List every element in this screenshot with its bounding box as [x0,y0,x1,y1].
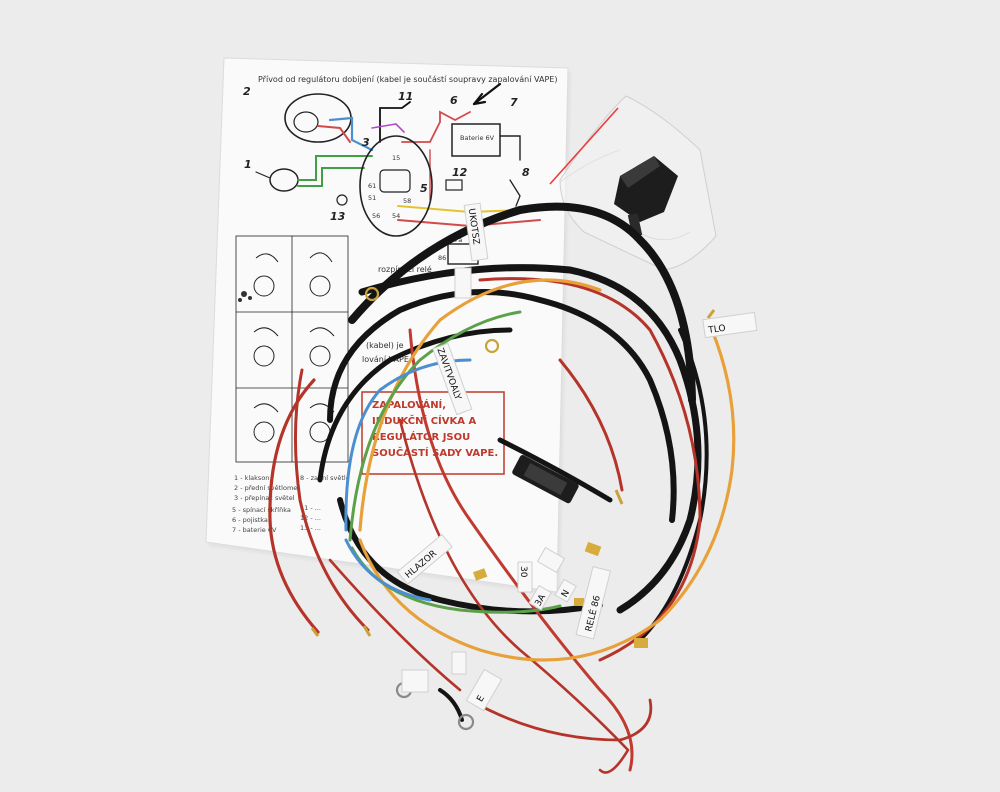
terminal-label: 54 [392,212,400,220]
black-wire [497,437,613,503]
terminal-label: 51 [368,194,376,202]
red-wire [293,368,370,632]
legend-item: 5 - spínací skříňka [232,506,291,514]
orange-wire [358,278,602,532]
wire-harness [268,202,736,774]
diagram-number: 1 [244,158,252,171]
spade-connector [574,598,584,606]
stripped-wire-end [362,625,372,637]
vape-note-line: REGULÁTOR JSOU [372,430,470,443]
blue-wire [344,358,472,532]
switch-position-grid [235,235,349,463]
ring-terminal [364,286,380,302]
relay-component [614,156,678,237]
legend-item: 8 - zadní světlo [300,474,350,482]
red-wire [408,328,634,772]
spade-connector [472,568,488,581]
spade-connector [584,541,602,557]
terminal-label: 15 [392,154,400,162]
diagram-number: 3 [362,136,370,149]
terminal-label: 58 [403,197,411,205]
red-wire [268,378,320,634]
black-wire [337,497,603,615]
wire-label: 30 [518,566,528,578]
legend-item: 11 - ... [300,504,321,512]
legend-item: 6 - pojistka [232,516,268,524]
black-wire [358,264,702,614]
stripped-wire-end [706,309,716,319]
wire-label-blank [536,546,566,574]
red-wire [328,558,462,692]
legend-item: 1 - klakson [234,474,269,482]
faint-paper-text: (kabel) je [366,341,404,350]
diagram-number: 12 [452,166,468,179]
stripped-wire-end [310,627,320,637]
wire-label-blank [454,267,472,299]
bag-red-seal-line [549,107,619,185]
terminal-label: 86 [438,254,446,262]
diagram-number: 13 [330,210,346,223]
stripped-wire-end [614,489,624,505]
paper-header: Přívod od regulátoru dobíjení (kabel je … [258,74,557,84]
wire-label: N [560,588,572,599]
diagram-number: 2 [243,85,251,98]
legend-item: 2 - přední světlomet [234,484,300,492]
ring-terminal [457,713,475,731]
diagram-legend: 1 - klakson 2 - přední světlomet 3 - pře… [232,474,350,534]
legend-item: 12 - ... [300,514,321,522]
wire-label-blank [401,669,429,693]
wire-label-tags: UKOTSZ ZAVITVOALY TLO HLAZOR 30 RELÉ 86 … [396,202,758,712]
orange-wire [358,328,736,662]
ring-terminal [484,338,500,354]
black-wire [327,289,677,523]
wire-label: TLO [707,324,726,336]
spade-connector [634,638,648,648]
legend-item: 13 - ... [300,524,321,532]
red-wire [478,277,702,662]
red-wire [398,418,630,774]
blue-wire [344,538,432,602]
red-wire [468,698,653,742]
diagram-number: 7 [510,96,518,109]
diagram-number: 5 [420,182,428,195]
diagram-number: 6 [450,94,458,107]
legend-item: 7 - baterie 6V [232,526,277,534]
wire-label-blank [451,651,467,675]
wire-terminals [310,286,716,731]
green-wire [348,310,522,542]
wire-label: E [475,694,487,704]
inline-fuse-holder [512,454,579,504]
battery-label: Baterie 6V [460,134,495,142]
diagram-number: 8 [522,166,530,179]
legend-item: 3 - přepínač světel [234,494,295,502]
black-wire [317,327,513,483]
black-wire [348,202,696,404]
terminal-label: 56 [372,212,380,220]
terminal-label: 61 [368,182,376,190]
diagram-number: 11 [398,90,413,103]
red-wire [558,358,624,492]
